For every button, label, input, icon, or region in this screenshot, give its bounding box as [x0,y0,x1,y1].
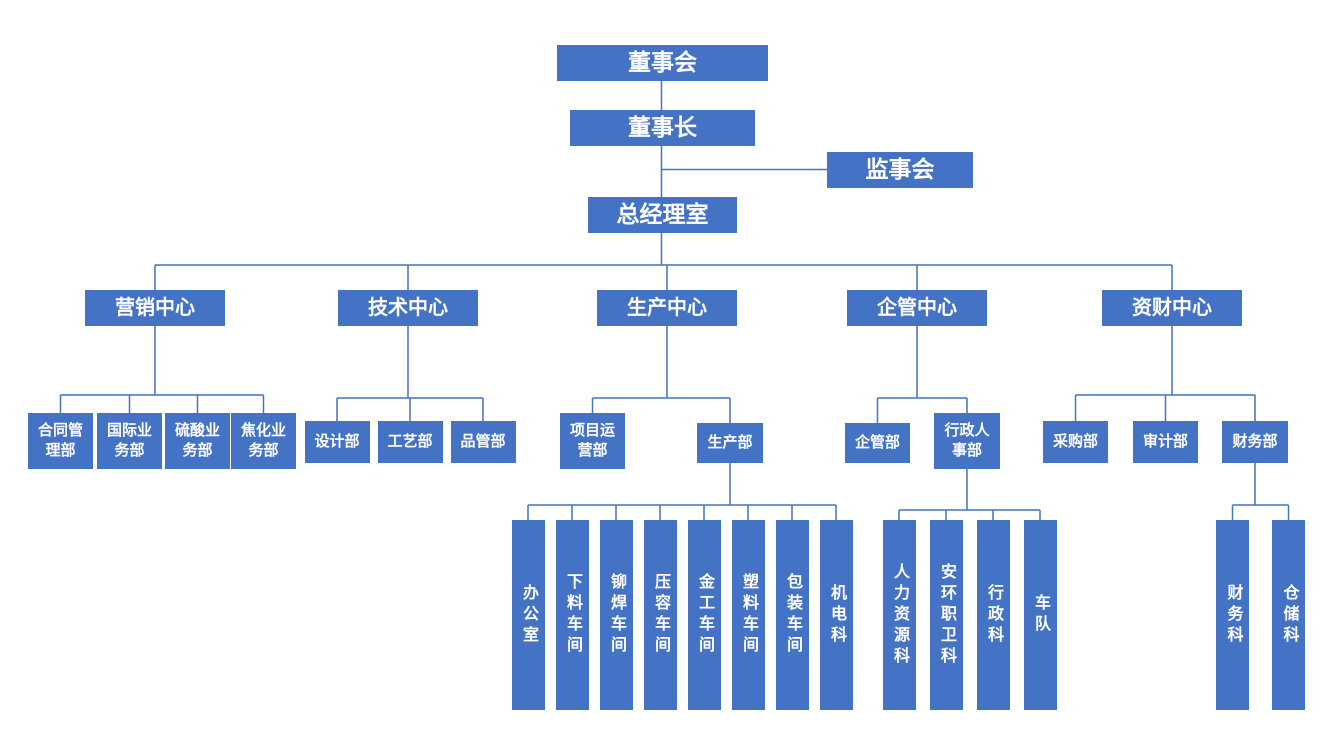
node-office: 办公室 [511,520,545,710]
node-riveting-welding-workshop: 铆焊车间 [599,520,633,710]
node-management-center: 企管中心 [847,290,987,326]
node-packaging-workshop: 包装车间 [775,520,809,710]
node-pressure-vessel-workshop: 压容车间 [643,520,677,710]
node-fleet: 车队 [1023,520,1057,710]
node-production-center: 生产中心 [597,290,737,326]
node-warehouse-section: 仓储科 [1272,520,1305,710]
node-safety-env-section: 安环职卫科 [929,520,963,710]
node-admin-section: 行政科 [976,520,1010,710]
node-audit-dept: 审计部 [1133,421,1198,463]
node-finance-center: 资财中心 [1102,290,1242,326]
node-coking-dept: 焦化业 务部 [231,413,296,469]
node-production-dept: 生产部 [697,423,763,463]
node-hr-section: 人力资源科 [882,520,916,710]
node-mech-elec-section: 机电科 [819,520,853,710]
node-project-ops-dept: 项目运 营部 [560,413,625,469]
node-procurement-dept: 采购部 [1043,421,1108,463]
node-supervisory-board: 监事会 [827,152,973,188]
node-board-of-directors: 董事会 [557,45,768,81]
node-finance-section: 财务科 [1216,520,1249,710]
node-metalwork-workshop: 金工车间 [687,520,721,710]
node-quality-dept: 品管部 [450,421,516,463]
node-design-dept: 设计部 [304,421,370,463]
node-contract-mgmt-dept: 合同管 理部 [28,413,93,469]
node-process-dept: 工艺部 [377,421,443,463]
node-finance-dept: 财务部 [1222,421,1288,463]
node-chairman: 董事长 [570,110,755,146]
node-marketing-center: 营销中心 [85,290,225,326]
node-admin-hr-dept: 行政人 事部 [934,413,1000,469]
node-gm-office: 总经理室 [588,197,737,233]
node-cutting-workshop: 下料车间 [555,520,589,710]
node-technology-center: 技术中心 [338,290,478,326]
node-plastic-workshop: 塑料车间 [731,520,765,710]
node-sulfuric-acid-dept: 硫酸业 务部 [165,413,230,469]
node-intl-business-dept: 国际业 务部 [97,413,162,469]
node-enterprise-mgmt-dept: 企管部 [845,423,910,463]
